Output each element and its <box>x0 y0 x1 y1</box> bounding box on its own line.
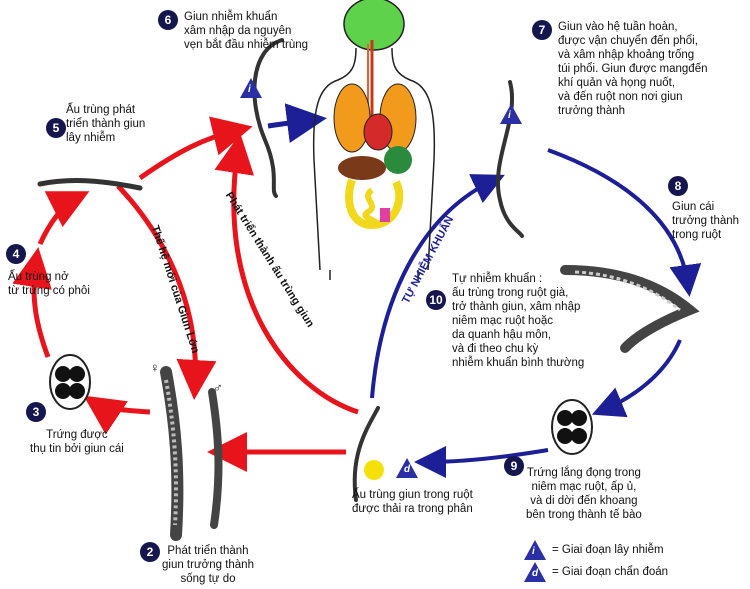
arrow-5-to-6 <box>138 116 253 181</box>
stage-10-text: Tự nhiễm khuẩn : ấu trùng trong ruột già… <box>452 273 585 369</box>
adult-male-free-living <box>208 388 223 529</box>
larva-stage-5 <box>37 178 143 191</box>
stage-1-text: Ấu trùng giun trong ruột được thải ra tr… <box>352 489 473 515</box>
infective-stage-marker-7: i <box>500 104 522 124</box>
larva-stage-6 <box>252 38 284 198</box>
diagnostic-stage-marker-1: d <box>396 458 418 478</box>
stage-2-text: Phát triển thành giun trưởng thành sống … <box>162 545 254 585</box>
stage-5-text: Ấu trùng phát triển thành giun lây nhiễm <box>66 104 146 144</box>
stage-7: 7 Giun vào hệ tuần hoàn, được vận chuyển… <box>532 20 708 118</box>
arrow-6-to-body <box>267 103 327 143</box>
stage-4-text: Ấu trùng nở từ trứng có phôi <box>8 271 90 297</box>
stage-6-text: Giun nhiễm khuẩn xâm nhập da nguyên vẹn … <box>184 11 309 51</box>
stage-1-badge: 1 <box>364 460 384 480</box>
stage-4: 4 <box>6 244 26 264</box>
adult-female-free-living-eggs <box>164 379 178 526</box>
larva-stage-1 <box>352 406 380 502</box>
stage-10: 10 <box>426 290 446 310</box>
stage-6: 6 Giun nhiễm khuẩn xâm nhập da nguyên vẹ… <box>158 10 308 52</box>
arrow-2-to-3 <box>83 395 151 435</box>
infective-stage-marker-6: i <box>240 78 262 98</box>
stage-8-text: Giun cái trưởng thành trong ruột <box>672 201 740 241</box>
arrow-8-to-9 <box>591 339 682 418</box>
stage-9-text: Trứng lắng đọng trong niêm mạc ruột, ấp … <box>526 467 642 521</box>
stage-10-badge: 10 <box>426 290 446 310</box>
arrow-7-to-8 <box>547 148 702 297</box>
legend-infective-icon: i <box>524 540 546 560</box>
arrow-3-to-4 <box>12 247 52 358</box>
stage-3-badge: 3 <box>26 402 46 422</box>
egg-stage-9 <box>551 399 593 455</box>
female-symbol: ♀ <box>150 360 160 375</box>
legend-diagnostic-text: = Giai đoạn chẩn đoán <box>552 566 669 578</box>
human-body <box>312 0 436 280</box>
arrow-new-generation <box>116 184 217 400</box>
stage-8-badge: 8 <box>668 176 688 196</box>
arrow-autoinfection <box>370 174 505 399</box>
arrow-9-to-1 <box>414 445 549 478</box>
stage-9-badge: 9 <box>504 456 524 476</box>
arrow-4-to-5 <box>37 191 90 246</box>
stage-3-text: Trứng được thụ tin bởi giun cái <box>30 429 124 455</box>
stage-2-badge: 2 <box>140 542 160 562</box>
legend-infective: i = Giai đoạn lây nhiễm <box>524 540 664 560</box>
arrow-develop-larva <box>214 133 359 415</box>
stage-7-badge: 7 <box>532 20 552 40</box>
stage-6-badge: 6 <box>158 10 178 30</box>
stage-5: 5 <box>46 118 66 138</box>
legend-diagnostic: d = Giai đoạn chẩn đoán <box>524 562 668 582</box>
stage-2: 2 <box>140 542 160 562</box>
stage-8: 8 <box>668 176 688 196</box>
egg-stage-3 <box>49 354 91 410</box>
stage-3: 3 <box>26 402 46 422</box>
male-symbol: ♂ <box>213 380 223 395</box>
stage-9: 9 <box>504 456 524 476</box>
legend-infective-text: = Giai đoạn lây nhiễm <box>552 544 664 556</box>
adult-female-intestinal <box>560 265 700 353</box>
stage-7-text: Giun vào hệ tuần hoàn, được vận chuyển đ… <box>558 21 708 117</box>
stage-4-badge: 4 <box>6 244 26 264</box>
stage-1: 1 <box>364 460 384 480</box>
legend-diagnostic-icon: d <box>524 562 546 582</box>
stage-5-badge: 5 <box>46 118 66 138</box>
